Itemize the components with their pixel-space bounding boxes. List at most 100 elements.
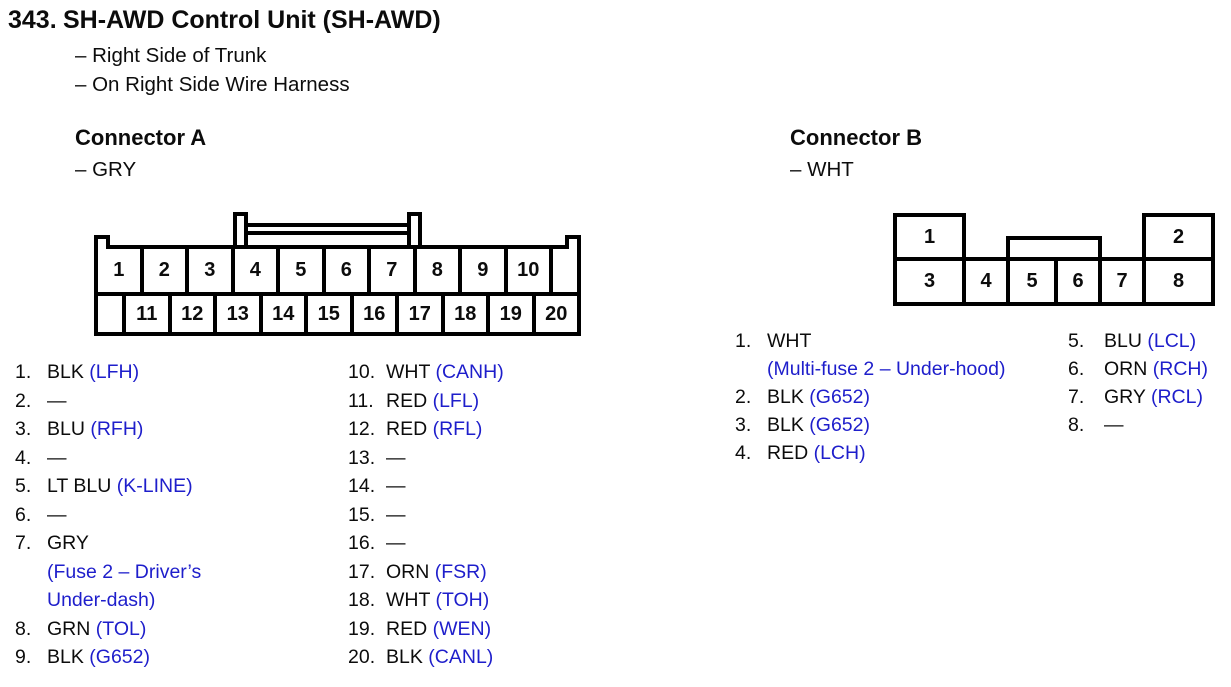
connector-b-pin-cell-6: 6 [1054, 257, 1102, 306]
item-number: 343. [8, 6, 57, 34]
pin-number: 1. [15, 361, 32, 383]
wire-color: WHT [386, 361, 431, 383]
connector-a-pin-cell-8: 8 [412, 245, 462, 296]
pin-desc: RED (RFL) [386, 415, 482, 444]
pin-number: 2. [735, 386, 752, 408]
signal-name: (RCL) [1145, 386, 1203, 408]
signal-name: (LCH) [808, 442, 866, 464]
signal-name: (CANH) [430, 361, 504, 383]
pin-row-b3: 3.BLK (G652) [735, 411, 1005, 439]
connector-a-pin-cell-15: 15 [304, 292, 354, 336]
pin-desc: — [1104, 411, 1124, 439]
wire-color: LT BLU [47, 475, 112, 497]
pin-desc: — [47, 501, 67, 530]
wire-color: — [386, 446, 406, 469]
wire-color: — [47, 389, 67, 412]
connector-a-pin-cell-12: 12 [167, 292, 217, 336]
pin-desc: LT BLU (K-LINE) [47, 472, 193, 501]
connector-a-pin-cell-11: 11 [122, 292, 172, 336]
wire-color: BLK [47, 646, 84, 668]
connector-b-color-label: – WHT [790, 158, 854, 181]
pin-row-a4: 4.— [15, 444, 201, 473]
wire-color: WHT [386, 589, 431, 611]
pin-row-a1: 1.BLK (LFH) [15, 358, 201, 387]
pin-row-a8: 8. GRN (TOL) [15, 615, 201, 644]
wire-color: RED [767, 442, 809, 464]
pin-desc: BLK (G652) [767, 383, 870, 411]
pin-desc: — [386, 501, 406, 530]
wire-color: BLK [386, 646, 423, 668]
pin-desc: BLK (G652) [767, 411, 870, 439]
signal-name: (TOL) [90, 617, 147, 640]
signal-name: (K-LINE) [111, 475, 193, 497]
connector-a-pin-cell-13: 13 [213, 292, 263, 336]
signal-name: (LCL) [1141, 330, 1197, 352]
pin-number: 14. [348, 475, 376, 497]
pin-row-a14: 14. — [348, 472, 504, 501]
pin-row-a3: 3.BLU (RFH) [15, 415, 201, 444]
pin-row-b1: 1.WHT (Multi-fuse 2 – Under-hood) [735, 327, 1005, 383]
location-line-1: – Right Side of Trunk [75, 44, 267, 67]
connector-a-pin-cell-7: 7 [367, 245, 417, 296]
pin-desc: GRY (RCL) [1104, 383, 1203, 411]
connector-b-center-tab [1006, 236, 1102, 261]
pin-row-a2: 2. — [15, 387, 201, 416]
pin-desc: WHT (TOH) [386, 586, 489, 615]
pin-number: 15. [348, 503, 376, 526]
pin-number: 2. [15, 389, 32, 412]
pin-number: 6. [15, 503, 32, 526]
connector-a-bottom-row: 11 12 13 14 15 16 17 18 19 20 [94, 292, 581, 336]
connector-b-pin-cell-1: 1 [893, 213, 966, 261]
pin-number: 20. [348, 646, 376, 668]
connector-b-pin-cell-5: 5 [1006, 257, 1058, 306]
pin-number: 19. [348, 617, 376, 640]
connector-a-pin-cell-9: 9 [458, 245, 508, 296]
signal-name: (CANL) [422, 646, 494, 668]
connector-a-top-row: 1 2 3 4 5 6 7 8 9 10 [94, 245, 553, 296]
pin-number: 4. [15, 446, 32, 469]
connector-a-corner-notch-right [565, 235, 581, 249]
pin-number: 8. [15, 617, 32, 640]
page-title: 343. SH-AWD Control Unit (SH-AWD) [8, 6, 441, 35]
signal-name: (LFL) [427, 389, 480, 412]
pin-number: 10. [348, 361, 376, 383]
connector-a-diagram: 1 2 3 4 5 6 7 8 9 10 11 12 13 14 15 16 1… [94, 200, 581, 336]
connector-a-pin-cell-6: 6 [321, 245, 371, 296]
connector-a-pin-cell-1: 1 [94, 245, 144, 296]
pin-desc: BLU (LCL) [1104, 327, 1196, 355]
pin-number: 17. [348, 560, 376, 583]
location-line-2: – On Right Side Wire Harness [75, 73, 350, 96]
wire-color: BLK [767, 414, 804, 436]
pin-desc: — [386, 529, 406, 558]
pin-number: 7. [15, 532, 32, 554]
pin-row-a20: 20. BLK (CANL) [348, 643, 504, 672]
pin-number: 7. [1068, 386, 1085, 408]
connector-a-pin-cell-16: 16 [349, 292, 399, 336]
pin-row-a19: 19.RED (WEN) [348, 615, 504, 644]
wire-color: GRY [47, 532, 89, 554]
pin-number: 6. [1068, 358, 1085, 380]
pin-row-b5: 5.BLU (LCL) [1068, 327, 1208, 355]
wire-color: GRN [47, 617, 91, 640]
wire-color: — [386, 532, 406, 554]
connector-b-pin-cell-3: 3 [893, 257, 966, 306]
signal-name: (G652) [83, 646, 150, 668]
wire-color: — [386, 475, 406, 497]
signal-name: (TOH) [430, 589, 490, 611]
connector-a-latch-bar [244, 223, 411, 235]
signal-name: (G652) [803, 414, 870, 436]
pin-desc: ORN (FSR) [386, 558, 487, 587]
pin-desc: — [386, 444, 406, 473]
pin-desc: ORN (RCH) [1104, 355, 1208, 383]
connector-b-pin-list-right: 5.BLU (LCL) 6. ORN (RCH) 7. GRY (RCL) 8. — [1068, 327, 1208, 439]
pin-row-a15: 15. — [348, 501, 504, 530]
connector-b-pin-cell-8: 8 [1142, 257, 1215, 306]
pin-desc: BLK (CANL) [386, 643, 493, 672]
pin-row-b8: 8. — [1068, 411, 1208, 439]
connector-a-color-label: – GRY [75, 158, 137, 181]
pin-number: 8. [1068, 414, 1085, 436]
wire-color: — [47, 503, 67, 526]
connector-a-pin-cell-10: 10 [503, 245, 553, 296]
connector-b-pin-cell-2: 2 [1142, 213, 1215, 261]
pin-number: 12. [348, 418, 376, 440]
